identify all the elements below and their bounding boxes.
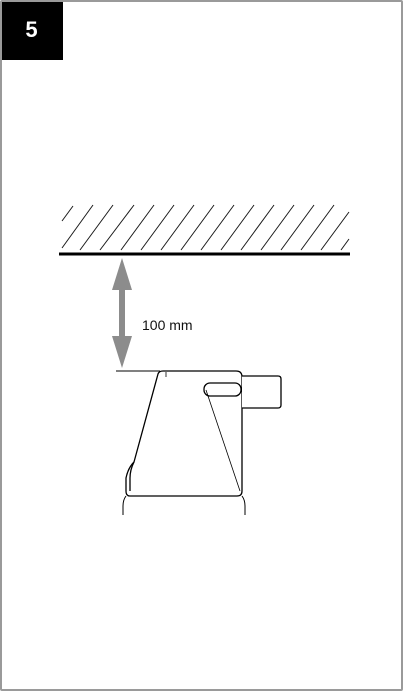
step-number: 5 bbox=[25, 17, 38, 42]
ceiling-hatching bbox=[61, 204, 350, 251]
step-number-badge: 5 bbox=[2, 2, 63, 60]
clearance-arrow bbox=[112, 258, 132, 368]
appliance-base bbox=[122, 495, 246, 515]
appliance-outline bbox=[125, 370, 282, 497]
clearance-label: 100 mm bbox=[142, 317, 193, 333]
appliance-inner-lines bbox=[165, 372, 241, 492]
